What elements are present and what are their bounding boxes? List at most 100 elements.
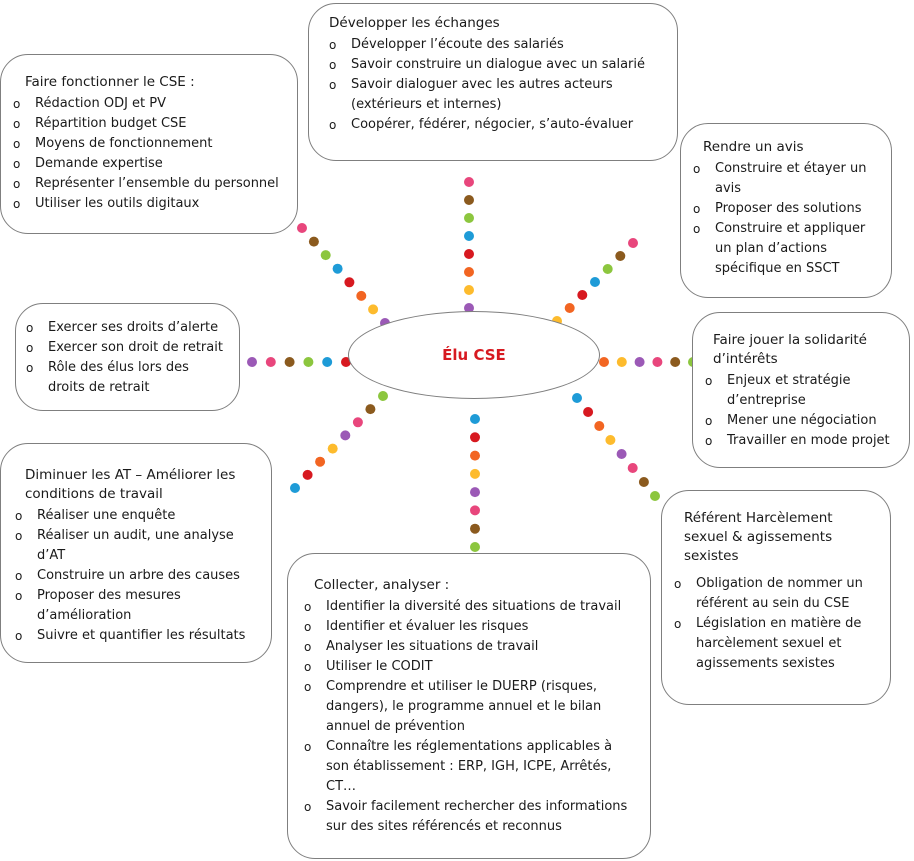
center-label: Élu CSE	[442, 346, 506, 364]
list-item: Réaliser une enquête	[15, 506, 259, 526]
list-item: Demande expertise	[13, 154, 285, 174]
box-list: Identifier la diversité des situations d…	[304, 597, 638, 837]
spoke-dot	[464, 249, 474, 259]
center-node: Élu CSE	[348, 311, 600, 399]
spoke-dot	[605, 435, 616, 445]
spoke-dot	[634, 357, 645, 367]
list-item: Rôle des élus lors des droits de retrait	[26, 358, 227, 398]
list-item: Répartition budget CSE	[13, 114, 285, 134]
box-developper-echanges: Développer les échanges Développer l’éco…	[308, 3, 678, 161]
list-item: Analyser les situations de travail	[304, 637, 638, 657]
spoke-dot	[670, 357, 681, 367]
spoke-dot	[594, 421, 605, 431]
spoke-dot	[650, 491, 660, 501]
spoke-dot	[284, 357, 295, 367]
spoke-dot	[470, 505, 480, 516]
spoke-dot	[265, 357, 276, 367]
list-item: Utiliser les outils digitaux	[13, 194, 285, 214]
spoke-dot	[332, 263, 343, 274]
box-collecter-analyser: Collecter, analyser : Identifier la dive…	[287, 553, 651, 859]
box-title: Développer les échanges	[329, 15, 500, 31]
spoke-dot	[627, 463, 638, 473]
spoke-dot	[470, 542, 480, 552]
spoke-dot	[616, 357, 627, 367]
list-item: Savoir construire un dialogue avec un sa…	[329, 55, 665, 75]
list-item: Proposer des mesures d’amélioration	[15, 586, 259, 626]
box-title: Référent Harcèlement sexuel & agissement…	[684, 510, 833, 564]
spoke-dot	[470, 468, 480, 479]
spoke-dot	[378, 391, 388, 401]
list-item: Enjeux et stratégie d’entreprise	[705, 371, 897, 411]
spoke-dot	[602, 264, 613, 274]
spoke-dot	[290, 483, 300, 493]
spoke-dot	[464, 285, 474, 295]
spoke-dot	[297, 223, 307, 233]
spoke-dot	[247, 357, 257, 367]
box-solidarite-interets: Faire jouer la solidarité d’intérêts Enj…	[692, 312, 910, 468]
list-item: Construire et étayer un avis	[693, 159, 879, 199]
spoke-dot	[315, 456, 326, 467]
spoke-dot	[628, 238, 638, 248]
spoke-dot	[302, 469, 313, 480]
spoke-dot	[464, 213, 474, 223]
list-item: Travailler en mode projet	[705, 431, 897, 451]
spoke-dot	[356, 290, 367, 301]
list-item: Suivre et quantifier les résultats	[15, 626, 259, 646]
spoke-dot	[652, 357, 663, 367]
box-droits-alerte: Exercer ses droits d’alerteExercer son d…	[15, 303, 240, 411]
spoke-dot	[464, 267, 474, 277]
list-item: Moyens de fonctionnement	[13, 134, 285, 154]
list-item: Obligation de nommer un référent au sein…	[674, 574, 878, 614]
list-item: Législation en matière de harcèlement se…	[674, 614, 878, 674]
list-item: Coopérer, fédérer, négocier, s’auto-éval…	[329, 115, 665, 135]
box-title: Rendre un avis	[703, 139, 804, 155]
list-item: Savoir dialoguer avec les autres acteurs…	[329, 75, 665, 115]
box-referent-harcelement: Référent Harcèlement sexuel & agissement…	[661, 490, 891, 705]
spoke-dot	[464, 177, 474, 187]
spoke-dot	[464, 195, 474, 205]
list-item: Réaliser un audit, une analyse d’AT	[15, 526, 259, 566]
list-item: Comprendre et utiliser le DUERP (risques…	[304, 677, 638, 737]
spoke-dot	[470, 432, 480, 443]
list-item: Proposer des solutions	[693, 199, 879, 219]
list-item: Identifier la diversité des situations d…	[304, 597, 638, 617]
box-list: Réaliser une enquêteRéaliser un audit, u…	[15, 506, 259, 646]
list-item: Exercer ses droits d’alerte	[26, 318, 227, 338]
box-title: Faire fonctionner le CSE :	[25, 74, 195, 90]
box-rendre-avis: Rendre un avis Construire et étayer un a…	[680, 123, 892, 298]
box-list: Développer l’écoute des salariésSavoir c…	[329, 35, 665, 135]
box-list: Obligation de nommer un référent au sein…	[674, 574, 878, 674]
spoke-dot	[344, 277, 355, 288]
box-faire-fonctionner-cse: Faire fonctionner le CSE : Rédaction ODJ…	[0, 54, 298, 234]
spoke-dot	[638, 477, 649, 487]
spoke-dot	[564, 303, 575, 313]
list-item: Mener une négociation	[705, 411, 897, 431]
box-title: Diminuer les AT – Améliorer les conditio…	[25, 467, 236, 502]
spoke-dot	[590, 277, 600, 287]
spoke-dot	[327, 443, 338, 454]
box-diminuer-at: Diminuer les AT – Améliorer les conditio…	[0, 443, 272, 663]
spoke-dot	[308, 236, 319, 247]
list-item: Identifier et évaluer les risques	[304, 617, 638, 637]
spoke-dot	[368, 304, 379, 315]
box-list: Construire et étayer un avisProposer des…	[693, 159, 879, 279]
list-item: Savoir facilement rechercher des informa…	[304, 797, 638, 837]
spoke-dot	[464, 231, 474, 241]
box-list: Exercer ses droits d’alerteExercer son d…	[26, 318, 227, 398]
spoke-dot	[615, 251, 626, 261]
spoke-dot	[340, 430, 351, 441]
spoke-dot	[599, 357, 609, 367]
list-item: Développer l’écoute des salariés	[329, 35, 665, 55]
box-list: Rédaction ODJ et PVRépartition budget CS…	[13, 94, 285, 214]
spoke-dot	[583, 407, 594, 417]
spoke-dot	[365, 404, 376, 415]
spoke-dot	[322, 357, 333, 367]
list-item: Utiliser le CODIT	[304, 657, 638, 677]
spoke-dot	[352, 417, 363, 428]
spoke-dot	[577, 290, 588, 300]
box-title: Collecter, analyser :	[314, 577, 450, 593]
spoke-dot	[470, 414, 480, 424]
list-item: Exercer son droit de retrait	[26, 338, 227, 358]
spoke-dot	[572, 393, 582, 403]
list-item: Construire un arbre des causes	[15, 566, 259, 586]
